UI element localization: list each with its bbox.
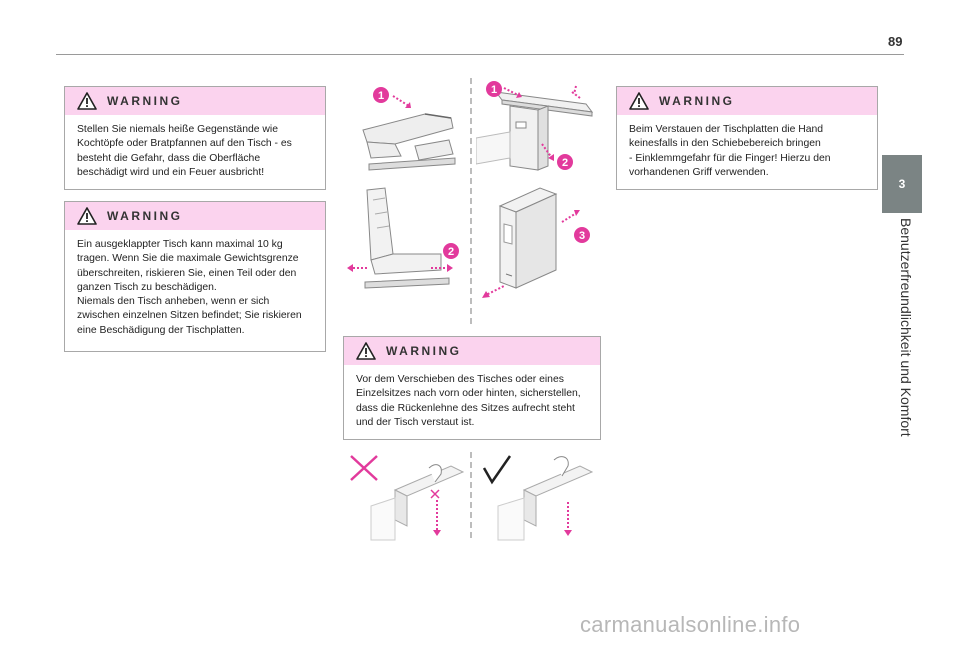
warning-line: Beim Verstauen der Tischplatten die Hand: [629, 124, 824, 135]
warning-line: Stellen Sie niemals heiße Gegenstände wi…: [77, 124, 279, 135]
warning-line: ganzen Tisch zu beschädigen.: [77, 281, 217, 293]
warning-header: WARNING: [617, 87, 877, 115]
warning-triangle-icon: [77, 92, 97, 110]
warning-triangle-icon: [356, 342, 376, 360]
step-badge: [557, 154, 573, 170]
warning-box-weight-limit: WARNING Ein ausgeklappter Tisch kann max…: [64, 201, 326, 352]
step-badge: [574, 227, 590, 243]
warning-box-hot-objects: WARNING Stellen Sie niemals heiße Gegens…: [64, 86, 326, 190]
warning-line: - Einklemmgefahr für die Finger! Hierzu …: [629, 152, 831, 164]
step-number: 1: [491, 84, 497, 96]
warning-line: und der Tisch verstaut ist.: [356, 416, 475, 428]
warning-triangle-icon: [77, 207, 97, 225]
top-divider: [56, 54, 904, 55]
watermark: carmanualsonline.info: [580, 612, 801, 637]
wrong-hand-position-illustration: [350, 455, 465, 541]
warning-line: dass die Rückenlehne des Sitzes aufrecht…: [356, 402, 575, 414]
warning-header: WARNING: [344, 337, 600, 365]
warning-line: überschreiten, riskieren Sie, einen Teil…: [77, 267, 297, 279]
warning-text: Ein ausgeklappter Tisch kann maximal 10 …: [65, 230, 325, 347]
seat-fold-illustration: 1: [362, 87, 456, 171]
warning-line: Einzelsitzes nach vorn oder hinten, sich…: [356, 388, 581, 400]
warning-line: Kochtöpfe oder Bratpfannen auf den Tisch…: [77, 138, 292, 150]
step-number: 2: [448, 246, 454, 258]
illustration-divider: [470, 78, 472, 324]
illustration-divider: [470, 452, 472, 538]
warning-text: Stellen Sie niemals heiße Gegenstände wi…: [65, 115, 325, 189]
warning-line: tragen. Wenn Sie die maximale Gewichtsgr…: [77, 253, 299, 265]
step-badge: [443, 243, 459, 259]
warning-line: beschädigt wird und ein Feuer ausbricht!: [77, 166, 265, 178]
warning-title: WARNING: [659, 94, 735, 108]
cross-icon: [350, 455, 378, 481]
chapter-tab[interactable]: 3: [882, 155, 922, 213]
warning-text: Beim Verstauen der Tischplatten die Hand…: [617, 115, 877, 189]
warning-text: Vor dem Verschieben des Tisches oder ein…: [344, 365, 600, 439]
step-badge: [486, 81, 502, 97]
warning-line: Vor dem Verschieben des Tisches oder ein…: [356, 374, 564, 385]
warning-line: Ein ausgeklappter Tisch kann maximal 10 …: [77, 239, 283, 250]
warning-line: vorhandenen Griff verwenden.: [629, 166, 769, 178]
warning-title: WARNING: [107, 209, 183, 223]
step-number: 1: [378, 90, 384, 102]
warning-title: WARNING: [386, 344, 462, 358]
step-number: 2: [562, 157, 568, 169]
warning-line: eine Beschädigung der Tischplatten.: [77, 324, 245, 336]
step-badge: [373, 87, 389, 103]
warning-line: Niemals den Tisch anheben, wenn er sich: [77, 296, 270, 308]
page-number: 89: [888, 34, 903, 49]
warning-line: zwischen einzelnen Sitzen befindet; Sie …: [77, 310, 302, 322]
warning-title: WARNING: [107, 94, 183, 108]
warning-line: besteht die Gefahr, dass die Oberfläche: [77, 152, 261, 164]
chapter-title: Benutzerfreundlichkeit und Komfort: [898, 218, 914, 437]
warning-box-finger-trap: WARNING Beim Verstauen der Tischplatten …: [616, 86, 878, 190]
table-unfold-illustration: 1 2: [476, 81, 594, 171]
correct-hand-position-illustration: [482, 455, 594, 541]
warning-header: WARNING: [65, 202, 325, 230]
warning-line: keinesfalls in den Schiebebereich bringe…: [629, 138, 821, 150]
step-number: 3: [579, 230, 585, 242]
warning-box-slide-check: WARNING Vor dem Verschieben des Tisches …: [343, 336, 601, 440]
warning-header: WARNING: [65, 87, 325, 115]
seat-slide-illustration: 2: [347, 187, 459, 289]
console-slide-illustration: 3: [482, 187, 590, 298]
checkmark-icon: [482, 455, 512, 485]
warning-triangle-icon: [629, 92, 649, 110]
